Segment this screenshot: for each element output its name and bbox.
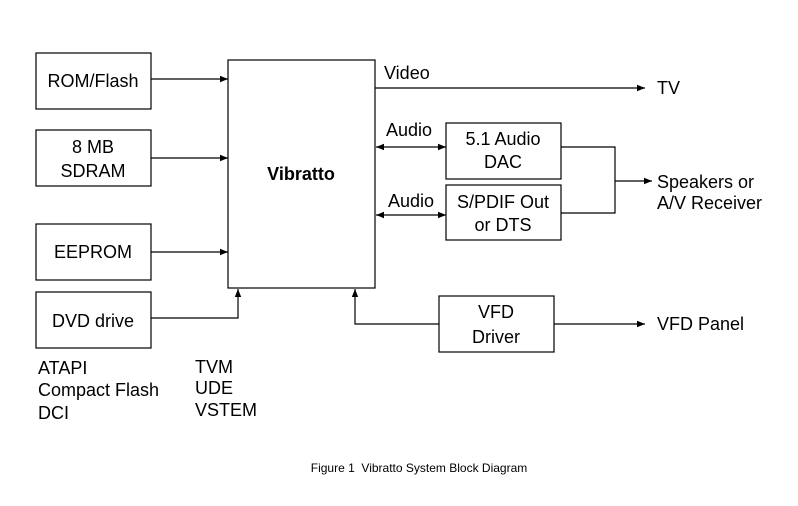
note-dci: DCI [38,403,69,423]
spdif-label-line1: S/PDIF Out [457,192,549,212]
dvd-to-vibratto-arrow [151,289,242,319]
sdram-label-line1: 8 MB [72,137,114,157]
rom-flash-block: ROM/Flash [35,52,152,110]
vfd-panel-label: VFD Panel [657,314,744,334]
note-atapi: ATAPI [38,358,87,378]
audio1-label: Audio [386,120,432,140]
rom-flash-label: ROM/Flash [47,71,138,91]
audio2-label: Audio [388,191,434,211]
speakers-label-line2: A/V Receiver [657,193,762,213]
dvd-drive-label: DVD drive [52,311,134,331]
sdram-label-line2: SDRAM [60,161,125,181]
audio-merge-line [561,146,616,214]
note-tvm: TVM [195,357,233,377]
audio-dac-label-line2: DAC [484,152,522,172]
interface-notes-left: ATAPI Compact Flash DCI [38,358,159,423]
eeprom-block: EEPROM [35,223,152,281]
note-vstem: VSTEM [195,400,257,420]
audio-dac-label-line1: 5.1 Audio [465,129,540,149]
interface-notes-right: TVM UDE VSTEM [195,357,257,420]
speakers-label-line1: Speakers or [657,172,754,192]
video-label: Video [384,63,430,83]
tv-label: TV [657,78,680,98]
note-ude: UDE [195,378,233,398]
vibratto-label: Vibratto [267,164,335,184]
eeprom-label: EEPROM [54,242,132,262]
vfd-driver-block: VFD Driver [438,295,555,353]
audio-dac-block: 5.1 Audio DAC [445,122,562,180]
spdif-block: S/PDIF Out or DTS [445,184,562,241]
note-compact-flash: Compact Flash [38,380,159,400]
vibratto-block: Vibratto [227,59,376,289]
vfd-to-vibratto-arrow [351,289,439,325]
spdif-label-line2: or DTS [474,215,531,235]
vfd-driver-label-line1: VFD [478,302,514,322]
sdram-block: 8 MB SDRAM [35,129,152,187]
vfd-driver-label-line2: Driver [472,327,520,347]
figure-caption: Figure 1 Vibratto System Block Diagram [311,461,528,475]
dvd-drive-block: DVD drive [35,291,152,349]
